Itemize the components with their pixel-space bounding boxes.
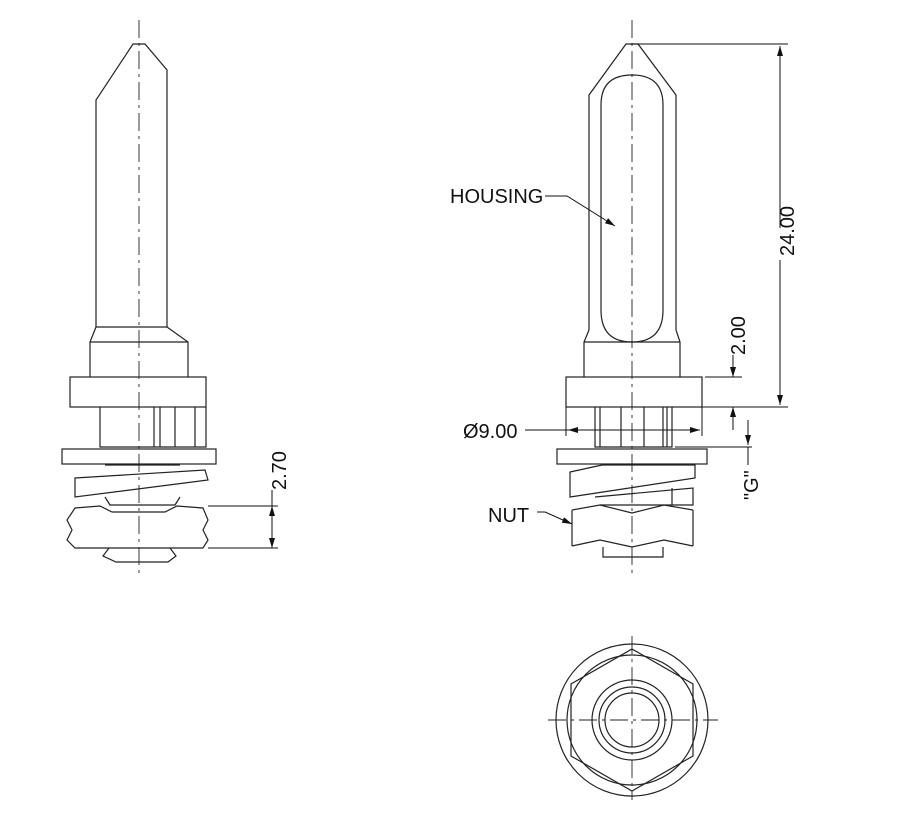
washer xyxy=(61,448,217,465)
washer xyxy=(556,448,708,465)
dimension-flange-height: 2.00 xyxy=(728,316,750,355)
bottom-view xyxy=(548,636,718,800)
spring-washer xyxy=(569,464,696,506)
housing-collar xyxy=(89,326,189,377)
dimension-gap: "G" xyxy=(741,470,763,500)
thread-end xyxy=(602,547,664,558)
dimension-total-height: 24.00 xyxy=(777,206,799,256)
front-view-right: 24.00 2.00 "G" Ø9.00 HOUSING NUT xyxy=(450,20,799,575)
housing-window xyxy=(600,74,664,343)
washer-outline xyxy=(555,643,709,797)
label-nut: NUT xyxy=(488,505,529,527)
side-view-left: 2.70 xyxy=(61,20,291,575)
dimension-nut-height: 2.70 xyxy=(269,451,291,490)
pins xyxy=(99,407,207,448)
label-housing: HOUSING xyxy=(450,186,543,208)
nut xyxy=(571,504,694,548)
dimension-diameter: Ø9.00 xyxy=(463,421,517,443)
housing-body xyxy=(95,43,168,328)
nut-hex xyxy=(570,648,694,792)
nut xyxy=(66,505,209,549)
spring-washer xyxy=(74,464,209,506)
housing-collar xyxy=(583,329,681,377)
thread-end xyxy=(102,547,177,563)
flange xyxy=(565,376,703,408)
flange xyxy=(69,376,207,408)
pins xyxy=(594,407,673,448)
